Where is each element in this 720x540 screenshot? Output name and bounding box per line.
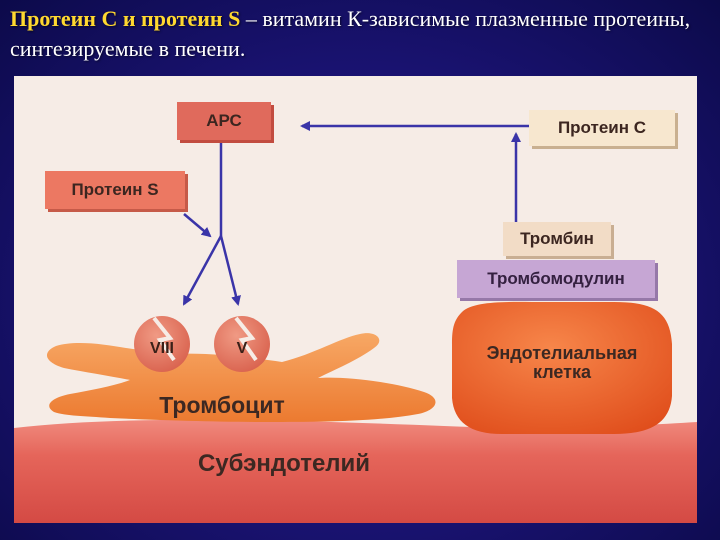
- title-rest: – витамин К-зависимые плазменные протеин…: [10, 6, 691, 61]
- subendothelium-label: Субэндотелий: [197, 450, 371, 477]
- slide-title: Протеин С и протеин S – витамин К-зависи…: [10, 4, 710, 64]
- endothelial-cell-label: Эндотелиальная клетка: [460, 344, 664, 382]
- factor-viii-label: VIII: [149, 340, 174, 357]
- protein-c-box: Протеин С: [529, 110, 675, 146]
- thrombin-box: Тромбин: [503, 222, 611, 256]
- arrow-to-factor-v: [219, 235, 241, 306]
- subendothelium-shape: [14, 419, 697, 523]
- protein-s-box: Протеин S: [45, 171, 185, 209]
- arrow-to-factor-viii: [182, 235, 223, 306]
- title-bold: Протеин С и протеин S: [10, 6, 241, 31]
- endothelial-label-line1: Эндотелиальная: [486, 343, 638, 363]
- endothelial-label-line2: клетка: [532, 362, 592, 382]
- factor-viii-cut: [152, 316, 176, 362]
- diagram-panel: АРС Протеин S Протеин С Тромбин Тромбомо…: [14, 76, 697, 523]
- arrow-protein-s-to-junction: [183, 213, 212, 238]
- platelet-label: Тромбоцит: [159, 392, 285, 418]
- endothelial-cell-shape: [452, 301, 672, 434]
- thrombomodulin-box: Тромбомодулин: [457, 260, 655, 298]
- factor-v-label: V: [236, 340, 248, 357]
- factor-v-cut: [234, 316, 258, 362]
- apc-box: АРС: [177, 102, 271, 140]
- diagram-shapes: [14, 121, 697, 523]
